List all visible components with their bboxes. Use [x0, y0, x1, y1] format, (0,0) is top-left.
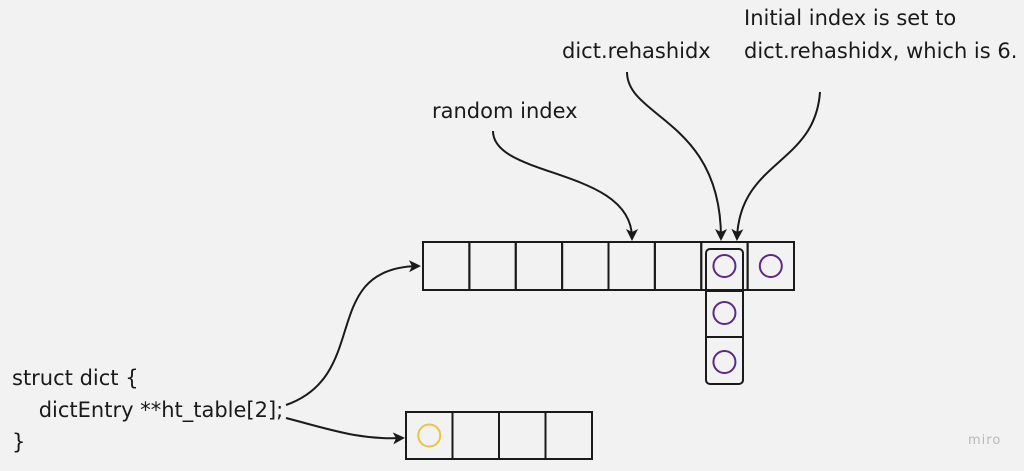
table-slot: [653, 241, 703, 291]
table-slot: [561, 241, 610, 291]
hash-table-1: [405, 411, 593, 460]
initial-index-note-line1: Initial index is set to: [744, 6, 957, 30]
table-slot: [544, 411, 593, 460]
ht-table-1-pointer-arrow: [285, 417, 405, 445]
table-slot: [422, 241, 471, 291]
dict-entry: [417, 423, 442, 448]
dict-entry: [712, 301, 737, 325]
table-slot: [746, 241, 795, 291]
bucket-chain-outline: [705, 248, 744, 385]
hash-table-0: [422, 241, 795, 291]
struct-dict-line1: struct dict {: [12, 366, 139, 390]
random-index-arrow: [492, 130, 638, 241]
struct-dict-line3: }: [12, 430, 26, 454]
table-slot: [607, 241, 656, 291]
dict-entry: [712, 350, 737, 374]
miro-watermark: miro: [968, 433, 1002, 448]
table-slot: [514, 241, 564, 291]
random-index-label: random index: [432, 99, 578, 123]
rehashidx-arrow: [626, 71, 727, 241]
initial-index-note-line2: dict.rehashidx, which is 6.: [744, 39, 1018, 63]
dict-entry: [712, 254, 737, 278]
table-slot: [405, 411, 454, 460]
initial-index-arrow: [731, 91, 821, 241]
table-1-entries: [417, 423, 442, 448]
rehashidx-label: dict.rehashidx: [562, 39, 711, 63]
table-slot: [451, 411, 500, 460]
table-slot: [468, 241, 517, 291]
table-slot: [498, 411, 547, 460]
table-0-entries: [712, 254, 783, 374]
ht-table-0-pointer-arrow: [285, 260, 421, 406]
dict-entry: [758, 254, 783, 278]
struct-dict-line2: dictEntry **ht_table[2];: [12, 398, 284, 422]
